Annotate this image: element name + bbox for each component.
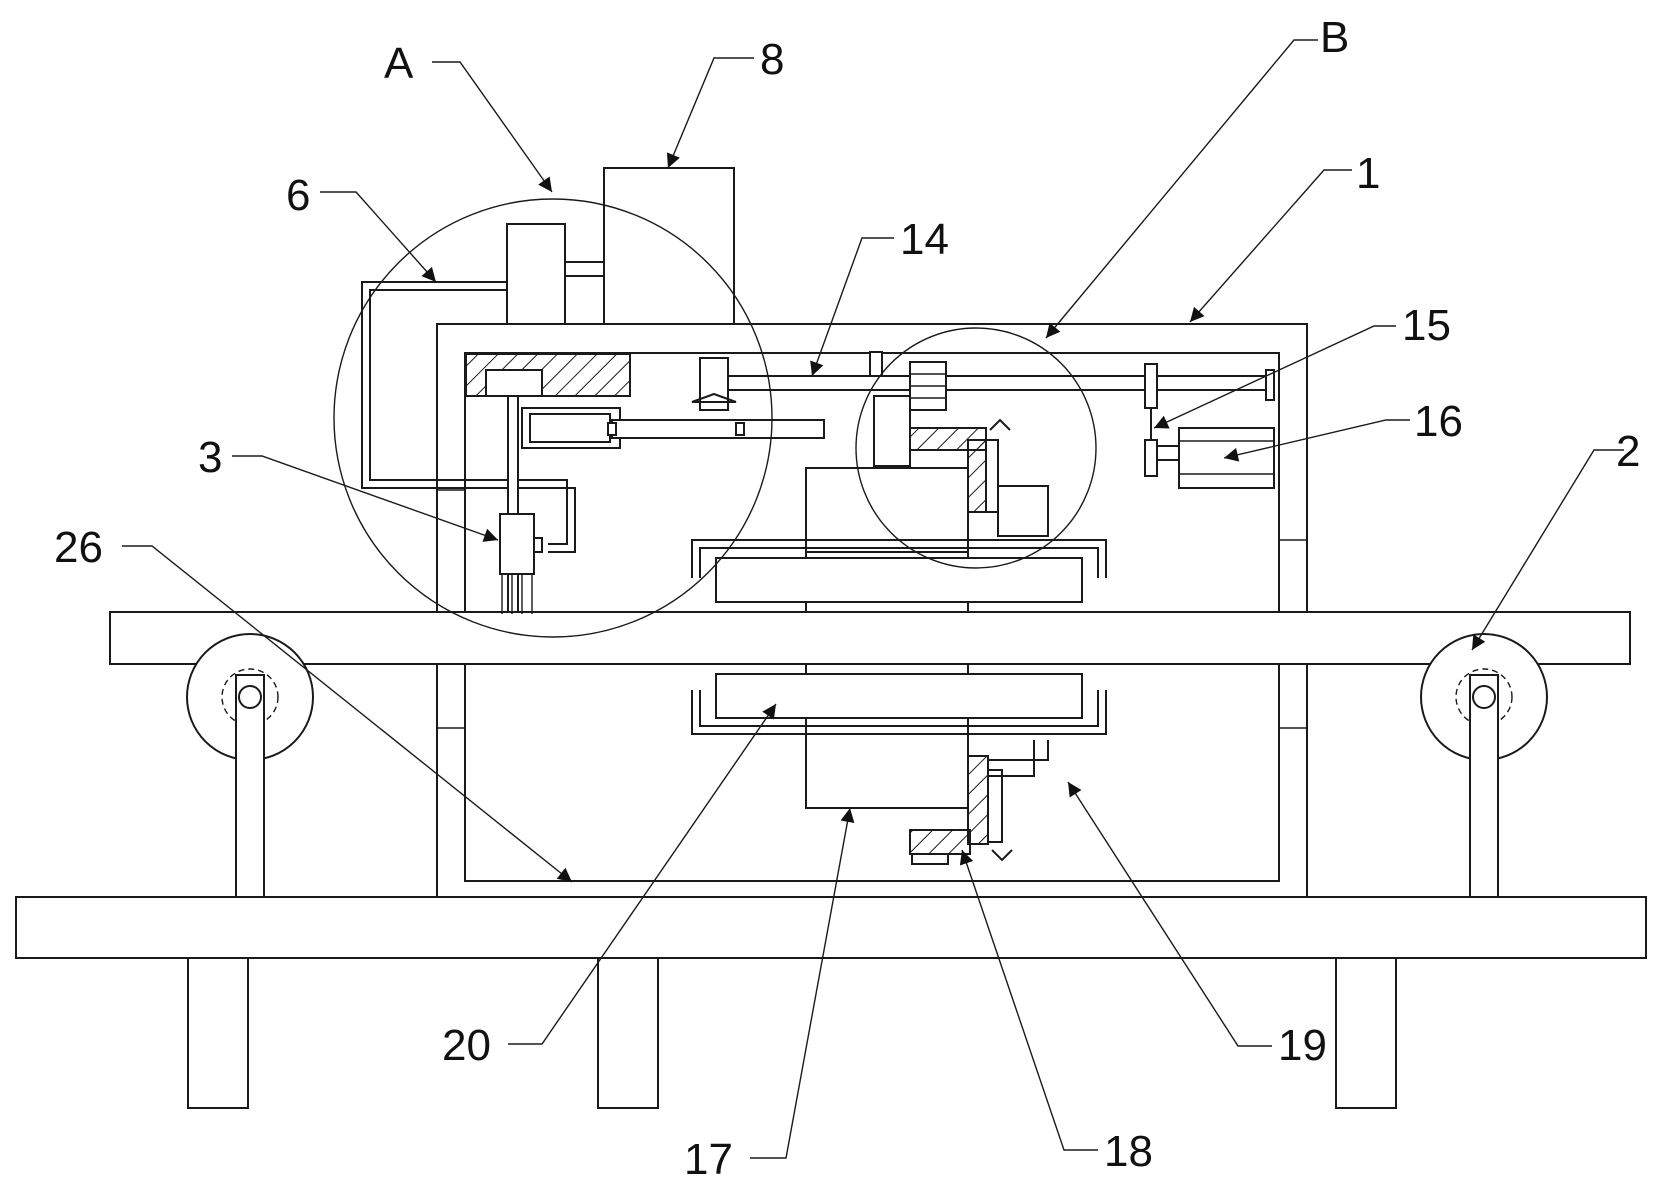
leader-17	[750, 808, 850, 1158]
pulley-bottom	[1145, 440, 1157, 476]
leader-B	[1046, 40, 1318, 338]
label-20: 20	[442, 1021, 491, 1070]
vertical-rod	[508, 396, 518, 612]
sensor-3	[500, 514, 534, 574]
label-8: 8	[760, 35, 784, 84]
leg-1	[188, 958, 248, 1108]
rod-joint	[736, 423, 744, 435]
leader-1	[1190, 170, 1352, 322]
label-3: 3	[198, 433, 222, 482]
base-plate	[16, 897, 1646, 958]
lower-press	[692, 674, 1106, 734]
left-roller-axle	[239, 686, 261, 708]
label-26: 26	[54, 523, 103, 572]
leader-A	[432, 62, 552, 192]
motor-shaft	[1157, 446, 1179, 460]
housing-8	[604, 168, 734, 324]
label-1: 1	[1356, 149, 1380, 198]
lower-knob	[992, 850, 1012, 860]
label-2: 2	[1616, 427, 1640, 476]
gear-lower	[912, 854, 948, 864]
coupling	[565, 262, 604, 276]
cylinder-inner	[530, 414, 610, 442]
conveyor-belt	[110, 612, 1630, 664]
bracket-19	[988, 740, 1048, 760]
gear-housing	[874, 396, 910, 466]
rack-vertical-upper	[968, 440, 986, 512]
label-14: 14	[900, 215, 949, 264]
piston-rod	[612, 420, 824, 438]
label-A: A	[384, 39, 414, 88]
motor-block	[507, 224, 565, 324]
leg-3	[1336, 958, 1396, 1108]
label-15: 15	[1402, 301, 1451, 350]
adjust-knob	[990, 420, 1010, 430]
leader-6	[320, 192, 436, 282]
slide-block	[486, 370, 542, 396]
bracket-block	[998, 486, 1048, 536]
leader-3	[232, 456, 498, 540]
upper-press-plate	[716, 558, 1082, 602]
sensor-port	[534, 538, 542, 552]
leader-18	[962, 850, 1098, 1150]
rack-18	[910, 830, 970, 854]
base-table	[16, 897, 1646, 1108]
rod-joint	[608, 423, 616, 435]
label-18: 18	[1104, 1127, 1153, 1176]
bearing	[870, 352, 882, 376]
pulley-top	[1145, 364, 1157, 408]
leader-8	[668, 58, 754, 168]
label-16: 16	[1414, 397, 1463, 446]
label-17: 17	[684, 1135, 733, 1184]
label-B: B	[1320, 13, 1349, 62]
leg-2	[598, 958, 658, 1108]
right-roller-axle	[1473, 686, 1495, 708]
rack-guide	[986, 440, 998, 512]
label-19: 19	[1278, 1021, 1327, 1070]
shaft-14	[728, 376, 1274, 390]
rack-guide-lower	[988, 770, 1002, 842]
label-6: 6	[286, 171, 310, 220]
